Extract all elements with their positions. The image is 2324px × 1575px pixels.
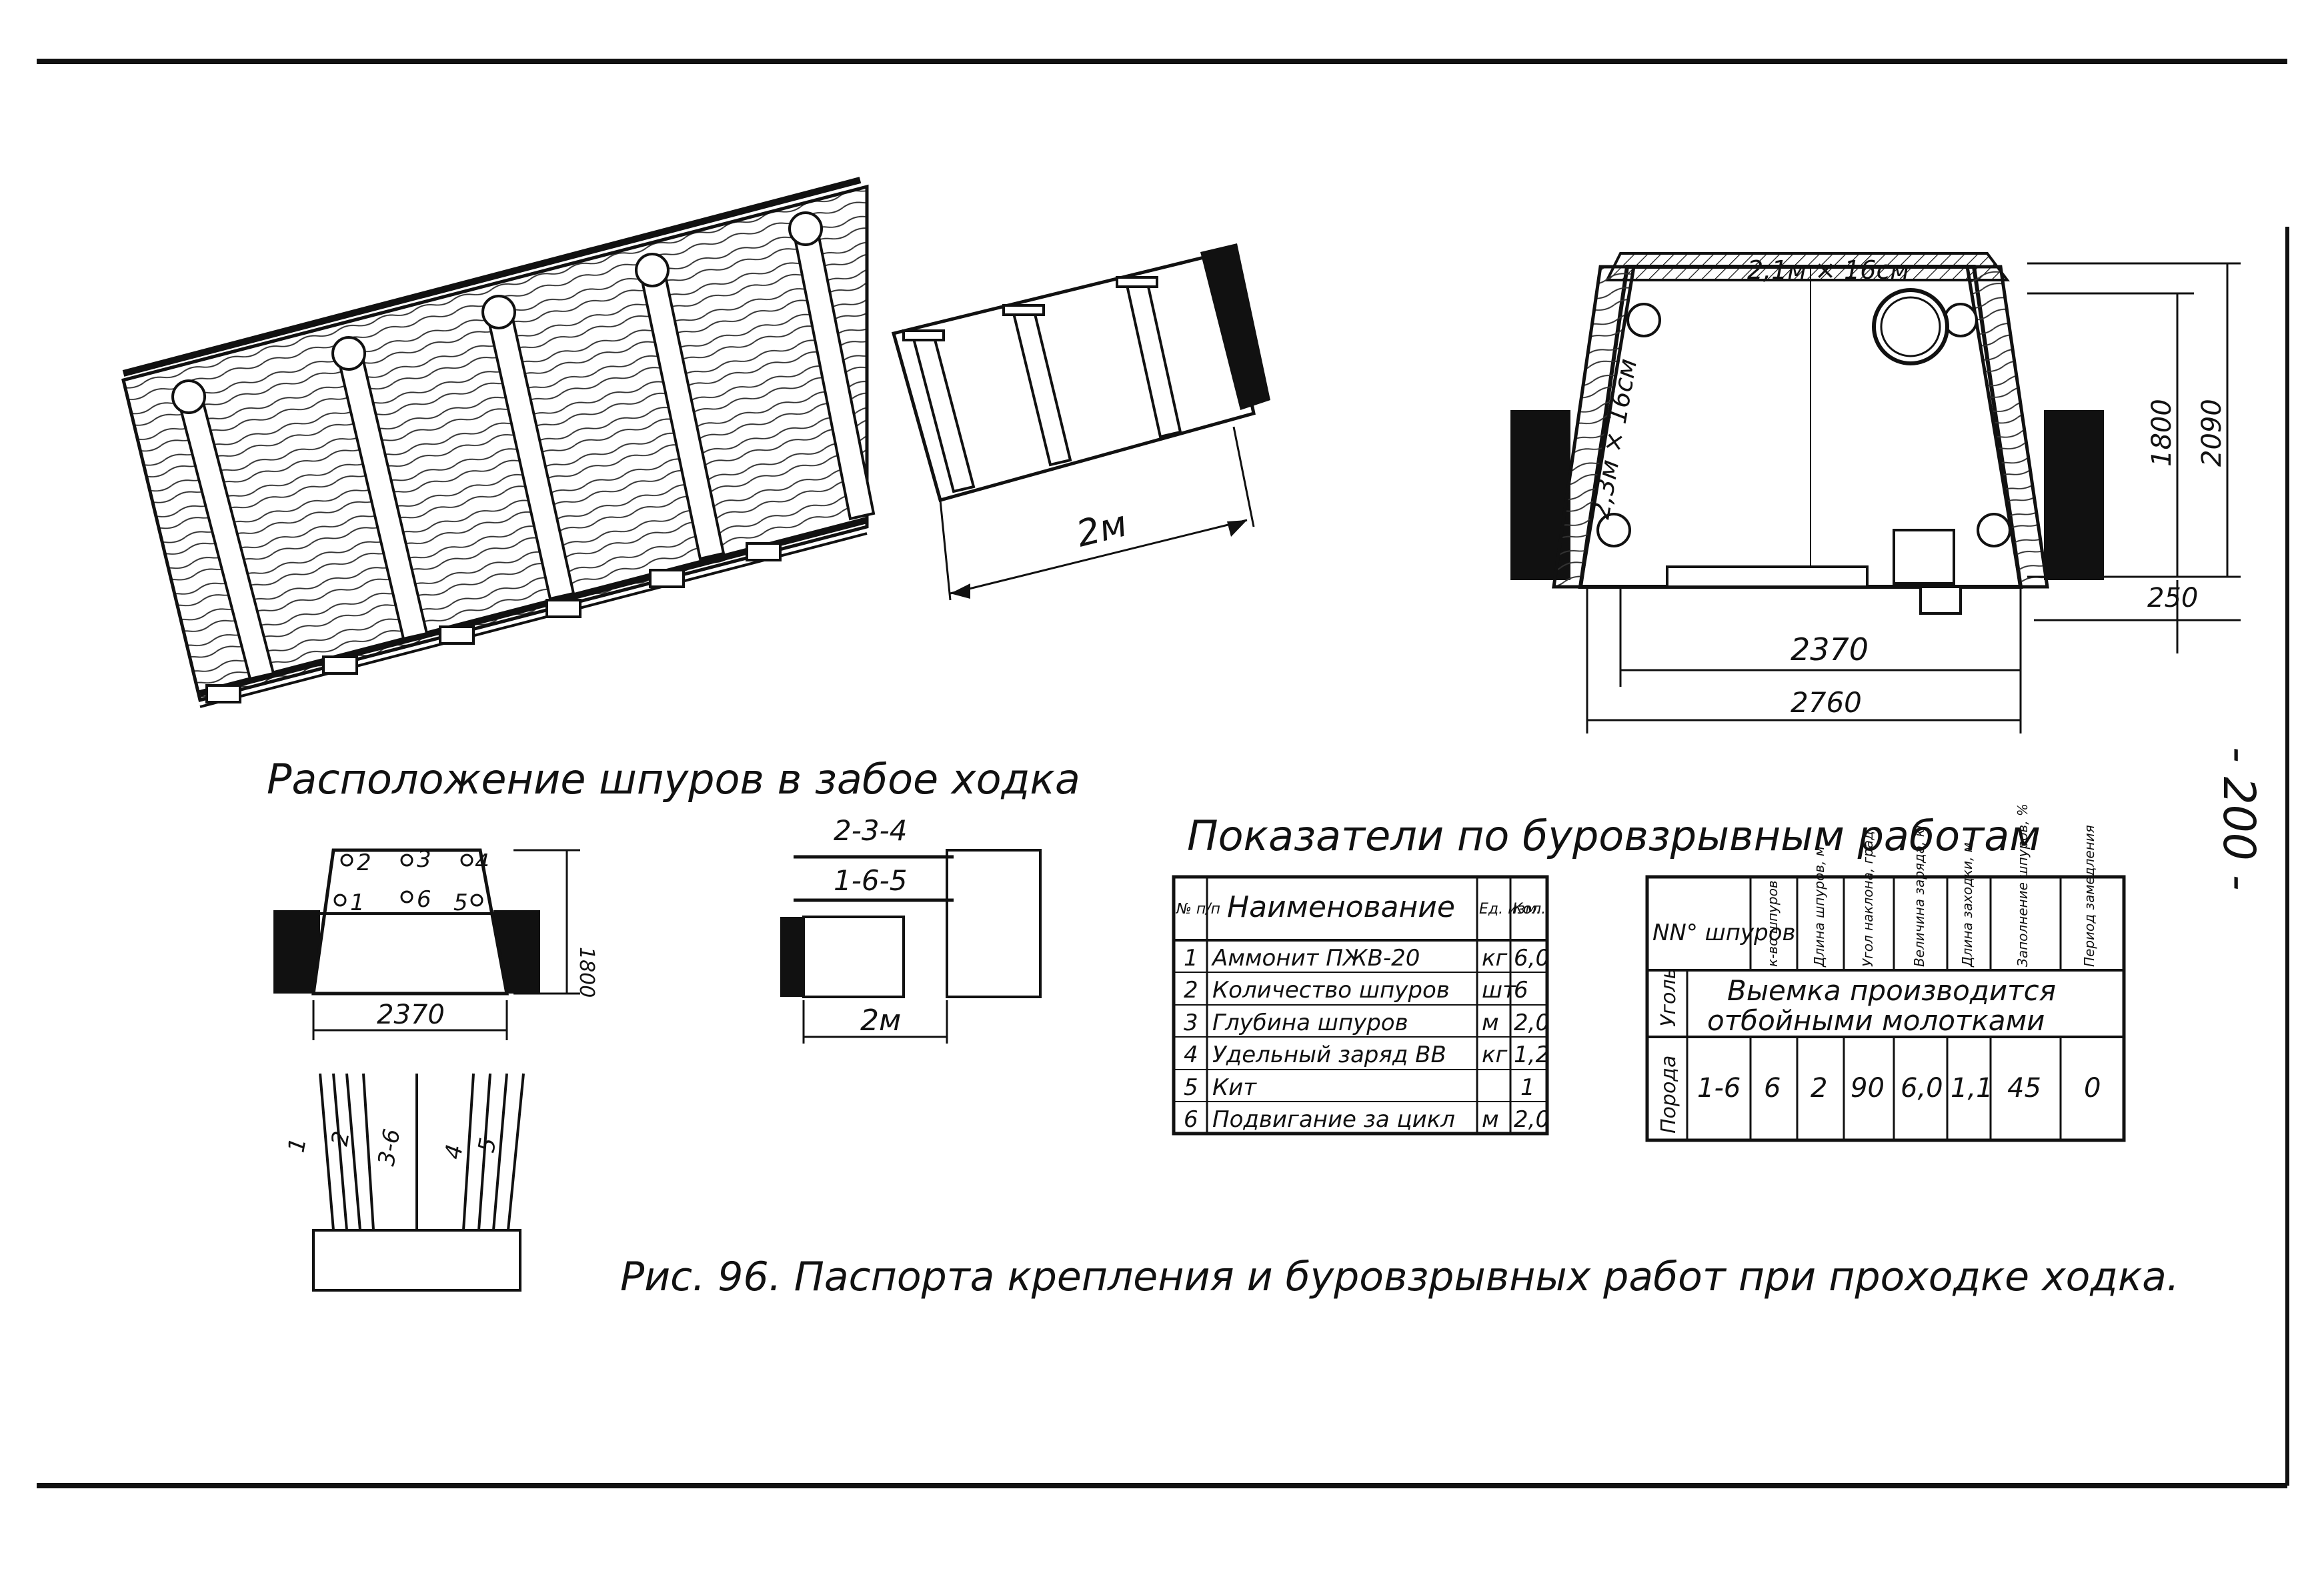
t1-row3-unit: м: [1482, 1010, 1499, 1036]
t1-header-qty: Кол.: [1512, 901, 1546, 918]
t1-row2-unit: шт: [1482, 977, 1516, 1004]
plan-label-1: 1: [283, 1136, 311, 1154]
page-number: - 200 -: [2213, 747, 2265, 891]
side-dim-2m: 2м: [860, 1004, 901, 1038]
t2-header-4: Величина заряда, кг: [1911, 822, 1927, 967]
t1-row5-n: 5: [1184, 1074, 1198, 1101]
support-post-1: [171, 379, 275, 681]
t1-header-name: Наименование: [1227, 890, 1455, 924]
t1-row4-name: Удельный заряд ВВ: [1212, 1042, 1446, 1068]
figure-caption: Рис. 96. Паспорта крепления и буровзрывн…: [620, 1254, 2179, 1300]
t2-rock-8: 0: [2084, 1073, 2101, 1104]
t1-row2-name: Количество шпуров: [1212, 977, 1450, 1004]
t1-row3-qty: 2,0: [1514, 1010, 1550, 1036]
t1-row4-qty: 1,2: [1514, 1042, 1550, 1068]
t2-header-5: Длина заходки, м: [1959, 842, 1975, 968]
table-title: Показатели по буровзрывным работам: [1187, 812, 2041, 860]
t2-rock-1: 1-6: [1697, 1073, 1740, 1104]
t2-header-1: к-во шпуров: [1765, 880, 1781, 967]
drilling-table: № п/п Наименование Ед. изм. Кол. 1 Аммон…: [1172, 875, 1550, 1136]
hole-2-label: 2: [357, 850, 371, 876]
t2-rock-6: 1,1: [1951, 1073, 1993, 1104]
t1-row4-unit: кг: [1482, 1042, 1508, 1068]
face-dim-1800: 1800: [575, 947, 598, 998]
t1-row1-n: 1: [1184, 945, 1198, 972]
t2-rock-3: 2: [1811, 1073, 1827, 1104]
face-hole-layout: Расположение шпуров в забое ходка 2 3 4 …: [267, 755, 1080, 1292]
t2-coal-note-2: отбойными молотками: [1707, 1004, 2045, 1037]
longitudinal-section: 2м: [121, 177, 1270, 708]
hole-5-label: 5: [453, 890, 468, 916]
side-label-bottom: 1-6-5: [834, 864, 907, 897]
t1-row6-name: Подвигание за цикл: [1212, 1106, 1455, 1133]
t2-coal-note-1: Выемка производится: [1727, 974, 2056, 1007]
t1-row1-unit: кг: [1482, 945, 1508, 972]
t1-row3-name: Глубина шпуров: [1212, 1010, 1408, 1036]
support-post-7: [1002, 304, 1072, 467]
dim-2760-label: 2760: [1791, 686, 1862, 719]
t2-rock-4: 90: [1851, 1073, 1885, 1104]
t2-header-2: Длина шпуров, м: [1811, 846, 1827, 968]
t1-row5-name: Кит: [1212, 1074, 1257, 1101]
t2-rock-2: 6: [1764, 1073, 1781, 1104]
t1-row5-qty: 1: [1520, 1074, 1535, 1101]
dim-250-label: 250: [2147, 583, 2198, 613]
support-post-6: [902, 329, 976, 493]
face-dim-2370: 2370: [377, 1000, 445, 1030]
t1-row2-n: 2: [1184, 977, 1198, 1004]
ventilation-duct: [1872, 288, 1949, 365]
t2-row-rock-label: Порода: [1657, 1056, 1680, 1134]
plan-label-5: 5: [473, 1136, 501, 1154]
hole-1-label: 1: [350, 890, 365, 916]
t1-row3-n: 3: [1184, 1010, 1198, 1036]
dim-1800-label: 1800: [2147, 399, 2177, 467]
t1-header-unit: Ед. изм.: [1479, 901, 1541, 918]
t2-header-7: Период замедления: [2081, 825, 2097, 967]
support-post-5: [788, 211, 876, 521]
dim-2m-label: 2м: [1072, 502, 1131, 555]
t1-row1-name: Аммонит ПЖВ-20: [1211, 945, 1420, 972]
t2-row-coal-label: Уголь: [1657, 968, 1680, 1027]
plan-label-3-6: 3-6: [373, 1127, 405, 1168]
dim-2370-label: 2370: [1791, 631, 1869, 667]
hole-3-label: 3: [417, 846, 431, 873]
support-post-3: [481, 295, 575, 601]
hole-6-label: 6: [417, 886, 431, 913]
t1-row2-qty: 6: [1514, 977, 1528, 1004]
t2-header-3: Угол наклона, град: [1860, 831, 1876, 967]
t1-row6-unit: м: [1482, 1106, 1499, 1133]
t1-header-n: № п/п: [1176, 901, 1220, 918]
t1-row6-qty: 2,0: [1514, 1106, 1550, 1133]
support-post-4: [635, 253, 726, 561]
hole-4-label: 4: [475, 850, 489, 876]
t2-rock-7: 45: [2007, 1073, 2041, 1104]
face-title: Расположение шпуров в забое ходка: [267, 755, 1080, 804]
side-label-top: 2-3-4: [834, 814, 907, 847]
charge-table: NN° шпуров к-во шпуров Длина шпуров, м У…: [1645, 804, 2126, 1142]
plan-label-4: 4: [439, 1142, 468, 1161]
dim-2090-label: 2090: [2197, 399, 2227, 467]
t2-corner: NN° шпуров: [1652, 920, 1796, 946]
t1-row4-n: 4: [1184, 1042, 1198, 1068]
t1-row1-qty: 6,0: [1514, 945, 1550, 972]
t2-header-6: Заполнение шпуров, %: [2015, 804, 2031, 967]
t1-row6-n: 6: [1184, 1106, 1198, 1133]
support-post-8: [1116, 276, 1182, 439]
cross-section: 2,1м × 16см 2,3м × 16см 1800 2090 250 23…: [1510, 252, 2241, 733]
support-post-2: [331, 336, 429, 641]
cap-size-label: 2,1м × 16см: [1747, 255, 1909, 285]
t2-rock-5: 6,0: [1901, 1073, 1943, 1104]
